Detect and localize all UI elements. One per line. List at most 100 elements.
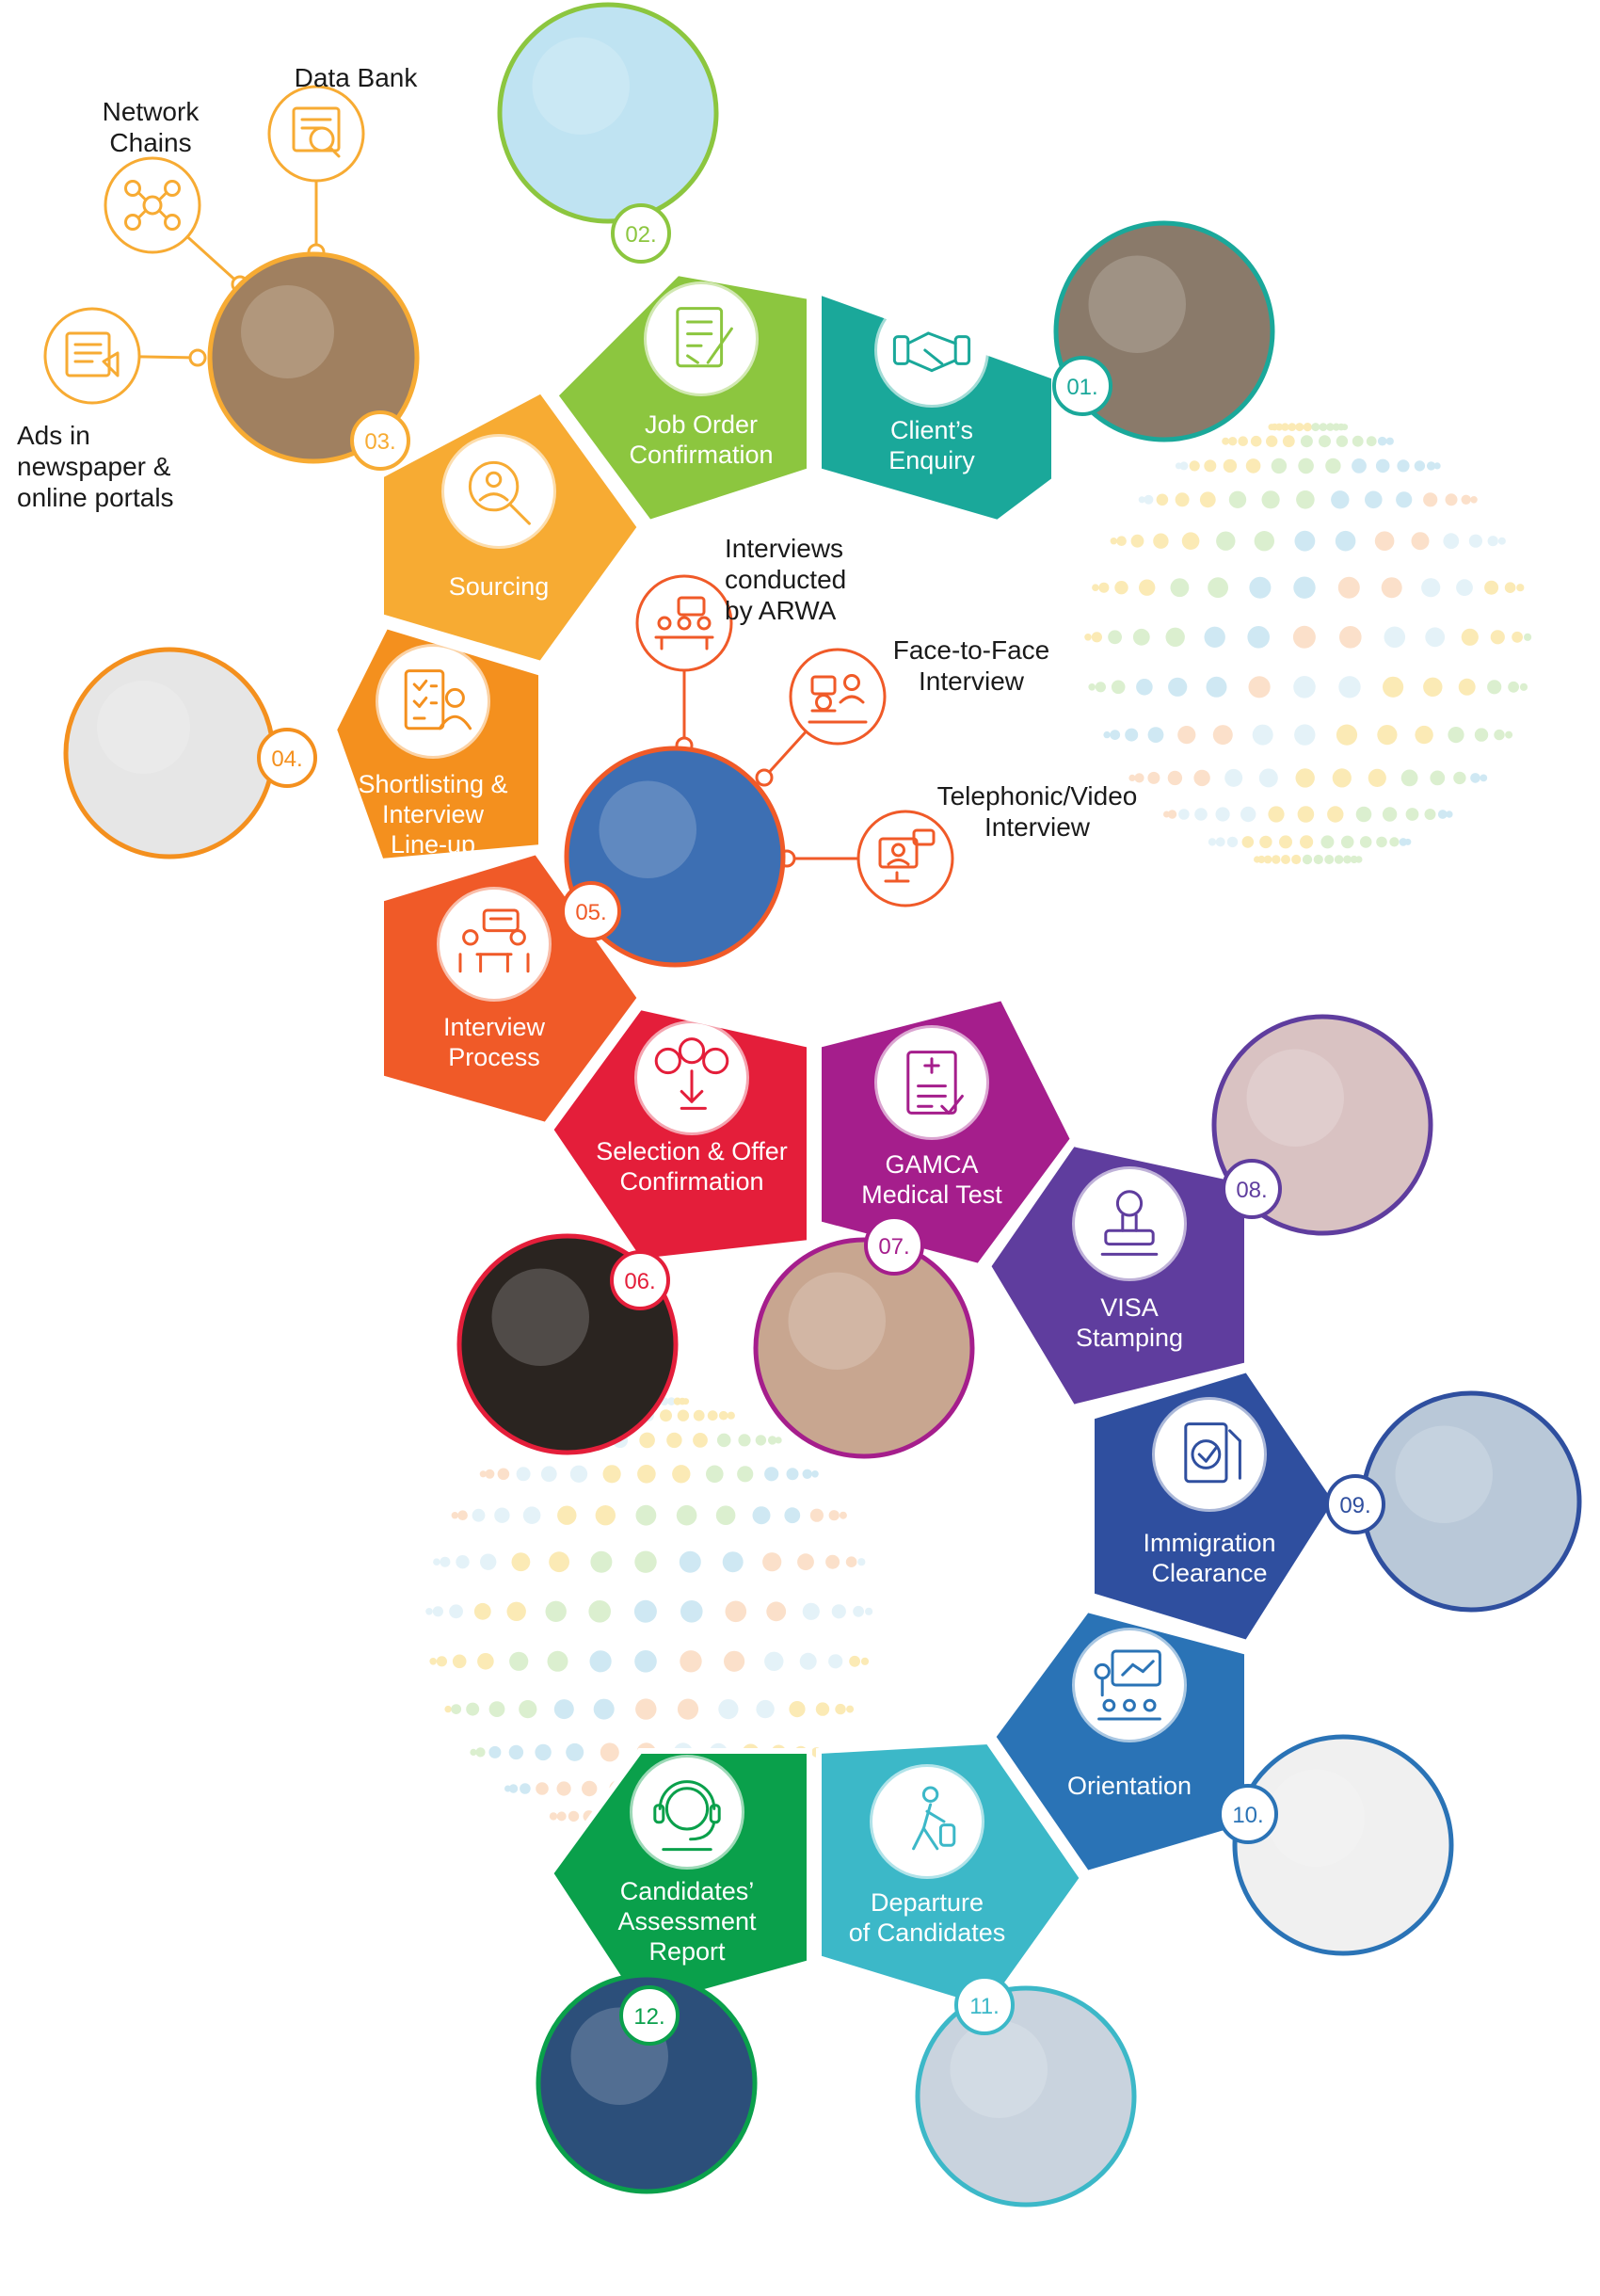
branch-label-line: conducted: [725, 565, 846, 594]
traveler-photo: [915, 1985, 1137, 2208]
step-icon-badge: [630, 1755, 744, 1870]
step-title-line: Orientation: [1067, 1772, 1192, 1800]
step-title-line: Departure: [871, 1888, 984, 1917]
step-number: 02.: [625, 222, 656, 248]
step-title-line: Confirmation: [629, 441, 773, 469]
step-icon-badge: [376, 644, 490, 759]
branch-sourcing_branches-0: [267, 85, 365, 262]
branch-interview_branches-2: [777, 810, 954, 907]
branch-label-line: Telephonic/Video: [937, 781, 1138, 811]
contract-icon: [676, 307, 733, 368]
step-number-badge: [561, 881, 621, 941]
step-icon-badge: [644, 281, 759, 396]
step-photo-09: 09.: [1325, 1390, 1582, 1613]
branch-connectors: [43, 85, 954, 907]
step-number-badge: [1325, 1474, 1385, 1534]
presentation-icon: [1094, 1649, 1161, 1721]
newspaper-ad-icon: [65, 331, 120, 377]
step-number-badge: [350, 410, 410, 471]
branch-icon-circle: [635, 574, 733, 672]
branch-interview_branches-1: [755, 648, 887, 787]
branch-label-line: Chains: [109, 128, 191, 157]
step-number-badge: [864, 1215, 924, 1276]
branch-sourcing_branches-1: [104, 156, 249, 294]
step-number: 05.: [575, 900, 606, 925]
step-number-badge: [619, 1985, 680, 2046]
branch-label-line: Network: [103, 97, 200, 126]
step-number-badge: [257, 728, 317, 788]
branch-label-line: by ARWA: [725, 596, 837, 625]
handshake-icon: [892, 331, 971, 373]
step-title-line: Medical Test: [861, 1180, 1002, 1209]
branch-label-line: Interview: [919, 666, 1025, 696]
branch-label-line: Data Bank: [295, 63, 419, 92]
dotted-globe: [1084, 423, 1532, 865]
step-title-line: Report: [648, 1937, 726, 1966]
branch-label-line: Face-to-Face: [893, 635, 1050, 665]
step-title-line: GAMCA: [885, 1150, 978, 1179]
step-title-line: VISA: [1100, 1293, 1159, 1322]
step-photo-08: 08.: [1211, 1014, 1433, 1236]
step-title-line: Sourcing: [449, 572, 550, 601]
branch-label-line: Interview: [984, 812, 1091, 842]
step-icon-badge: [874, 293, 989, 408]
step-number-badge: [954, 1975, 1015, 2035]
step-title-line: Immigration: [1143, 1529, 1275, 1557]
step-number: 03.: [364, 429, 395, 455]
step-photo-10: 10.: [1218, 1734, 1454, 1956]
medical-report-icon: [906, 1051, 964, 1115]
step-photo-05: 05.: [561, 746, 786, 968]
step-number-badge: [1052, 356, 1112, 416]
branch-label-line: Interviews: [725, 534, 843, 563]
branch-icon-circle: [856, 810, 954, 907]
step-icon-badge: [1072, 1166, 1187, 1281]
step-number-badge: [610, 1250, 670, 1310]
magnifier-photo: [207, 251, 420, 464]
step-number: 06.: [624, 1269, 655, 1294]
step-title-line: Selection & Offer: [596, 1137, 788, 1165]
branch-icon-circle: [104, 156, 201, 254]
video-call-icon: [878, 828, 936, 883]
blood-test-photo: [753, 1237, 975, 1459]
step-number: 08.: [1236, 1178, 1267, 1203]
step-number: 04.: [271, 747, 302, 772]
step-number: 07.: [878, 1234, 909, 1260]
step-photo-11: 11.: [915, 1975, 1137, 2208]
step-photo-01: 01.: [1052, 220, 1275, 442]
branch-node: [188, 348, 207, 367]
step-photo-03: 03.: [207, 251, 420, 471]
step-title-line: Candidates’: [620, 1877, 755, 1905]
step-icon-badge: [441, 434, 556, 549]
step-photo-06: 06.: [456, 1233, 679, 1455]
step-icon-badge: [874, 1025, 989, 1140]
step-title-line: Assessment: [617, 1907, 757, 1935]
step-title-line: Clearance: [1151, 1559, 1267, 1587]
panel-interview-icon: [654, 596, 714, 650]
step-number: 11.: [969, 1994, 1000, 2019]
meeting-icon: [458, 908, 530, 973]
step-title-line: Stamping: [1076, 1324, 1183, 1352]
passport-check-icon: [1184, 1422, 1241, 1484]
search-person-icon: [468, 460, 531, 525]
step-number: 01.: [1066, 375, 1097, 400]
step-title-line: Interview: [443, 1013, 546, 1041]
step-number-badge: [1222, 1159, 1282, 1219]
step-number: 12.: [633, 2004, 664, 2030]
step-number: 10.: [1232, 1803, 1263, 1828]
step-photo-02: 02.: [497, 2, 719, 264]
step-title-line: Client’s: [890, 416, 973, 444]
step-title-line: Job Order: [645, 410, 758, 439]
step-photo-04: 04.: [63, 647, 317, 859]
meeting-room-photo: [1232, 1734, 1454, 1956]
network-icon: [124, 180, 181, 231]
branch-icon-circle: [267, 85, 365, 183]
branch-icon-circle: [789, 648, 887, 746]
